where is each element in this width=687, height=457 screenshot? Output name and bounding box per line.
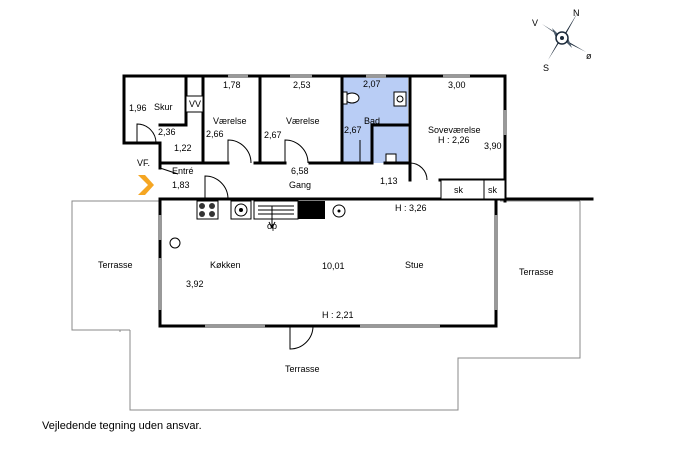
closet-sk-2: sk — [488, 185, 498, 195]
vv-box — [185, 95, 204, 113]
dim-v1-w: 1,78 — [223, 80, 241, 90]
bath-fixtures — [342, 91, 407, 163]
terrace-bottom: Terrasse — [285, 364, 320, 374]
height-326: H : 3,26 — [395, 203, 427, 213]
room-gang: Gang — [289, 180, 311, 190]
room-vaerelse-2: Værelse — [286, 116, 320, 126]
compass-s: S — [543, 63, 549, 73]
dim-koek-h: 3,92 — [186, 279, 204, 289]
windows — [158, 74, 507, 328]
terrace-right: Terrasse — [519, 267, 554, 277]
entry-arrow-icon — [138, 175, 154, 195]
room-vaerelse-1: Værelse — [213, 116, 247, 126]
room-sovevaerelse: Soveværelse — [428, 125, 481, 135]
room-bad: Bad — [364, 116, 380, 126]
stairs-op: op — [267, 221, 277, 231]
room-vf: VF. — [137, 158, 150, 168]
dim-skur-h: 2,36 — [158, 127, 176, 137]
doors — [136, 123, 428, 350]
compass-rose-icon — [542, 12, 586, 60]
dim-sov-h: 3,90 — [484, 141, 502, 151]
room-stue: Stue — [405, 260, 424, 270]
closets — [440, 179, 506, 200]
dim-sov-w: 3,00 — [448, 80, 466, 90]
dim-gang-w: 6,58 — [291, 166, 309, 176]
sov-height: H : 2,26 — [438, 135, 470, 145]
dim-v2-w: 2,53 — [293, 80, 311, 90]
closet-sk-1: sk — [454, 185, 464, 195]
vv-label: VV — [189, 99, 201, 109]
dim-gang-h: 1,13 — [380, 176, 398, 186]
stairs — [253, 200, 299, 230]
room-entre: Entré — [172, 166, 194, 176]
dim-stue-w: 10,01 — [322, 261, 345, 271]
terrace-left: Terrasse — [98, 260, 133, 270]
dim-bad-h: 2,67 — [344, 125, 362, 135]
compass-o: ø — [586, 51, 592, 61]
room-skur: Skur — [154, 102, 173, 112]
dim-entre-w: 1,22 — [174, 143, 192, 153]
kitchen-appliances — [169, 200, 346, 249]
terrace-outlines — [71, 200, 581, 411]
dim-v2-h: 2,67 — [264, 130, 282, 140]
compass-n: N — [573, 8, 580, 18]
room-koekken: Køkken — [210, 260, 241, 270]
dim-bad-w: 2,07 — [363, 79, 381, 89]
dim-skur-w: 1,96 — [129, 103, 147, 113]
height-221: H : 2,21 — [322, 310, 354, 320]
dim-entre-h: 1,83 — [172, 180, 190, 190]
footer-disclaimer: Vejledende tegning uden ansvar. — [42, 420, 202, 432]
dim-v1-h: 2,66 — [206, 129, 224, 139]
compass-v: V — [532, 18, 538, 28]
